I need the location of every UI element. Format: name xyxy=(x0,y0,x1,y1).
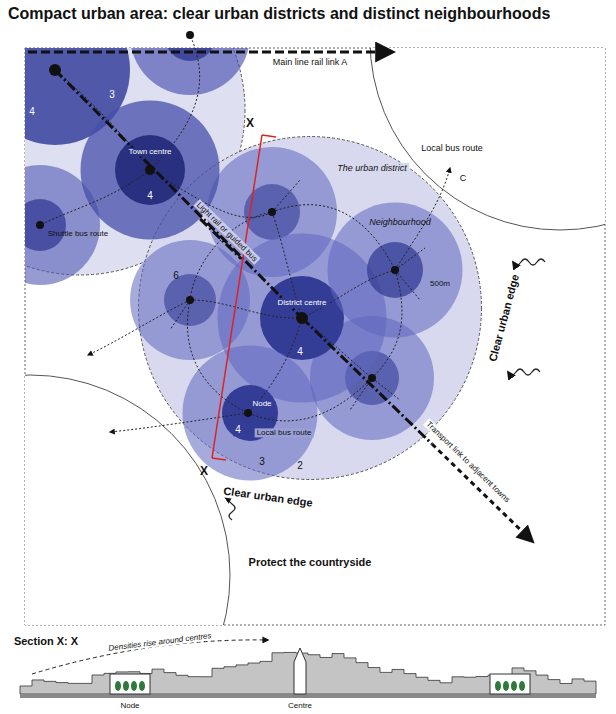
map-label: Local bus route xyxy=(255,428,314,437)
map-label: C xyxy=(458,173,469,183)
circle-fill xyxy=(328,203,463,338)
map-label: Centre xyxy=(286,701,314,710)
rail-link xyxy=(28,51,392,54)
node-label: The urban district xyxy=(335,163,409,173)
map-label: Section X: X xyxy=(12,635,80,648)
ground xyxy=(20,694,596,698)
node-label: Node xyxy=(250,399,273,408)
map-label: Node xyxy=(118,701,141,710)
map-label: 4 xyxy=(295,346,305,358)
node-label: Town centre xyxy=(126,147,173,156)
map-label: 3 xyxy=(257,456,267,468)
map-label: Protect the countryside xyxy=(247,556,374,569)
core-circle xyxy=(115,135,185,205)
node-label: Neighbourhood xyxy=(367,217,433,227)
local-bus-routes xyxy=(40,35,450,432)
map-label: 4 xyxy=(233,424,243,436)
node-label: 500m xyxy=(428,279,452,288)
diagram-title: Compact urban area: clear urban district… xyxy=(8,4,598,23)
node-dots xyxy=(36,31,399,417)
map-label: 3 xyxy=(107,89,117,101)
map-label: 6 xyxy=(171,270,181,282)
map-label: 4 xyxy=(27,106,37,118)
map-label: 2 xyxy=(295,460,305,472)
adjacent-districts xyxy=(25,48,605,625)
circle-fill xyxy=(183,346,318,481)
light-rail-line xyxy=(55,70,532,541)
node-label: District centre xyxy=(276,298,329,307)
map-label: Main line rail link A xyxy=(271,57,350,67)
map-label: Shuttle bus route xyxy=(46,229,110,238)
section-line xyxy=(212,135,276,460)
neighbourhood-circle xyxy=(164,274,216,326)
node-station xyxy=(490,674,530,694)
core-circle xyxy=(367,242,423,298)
node-station xyxy=(110,674,150,694)
map-label: Local bus route xyxy=(419,143,485,153)
map-label: 4 xyxy=(145,190,155,202)
map-label: X xyxy=(244,117,256,131)
centre-tower xyxy=(294,648,306,694)
map-label: X xyxy=(198,465,210,479)
circle-fill xyxy=(81,101,220,240)
skyline xyxy=(20,652,596,694)
